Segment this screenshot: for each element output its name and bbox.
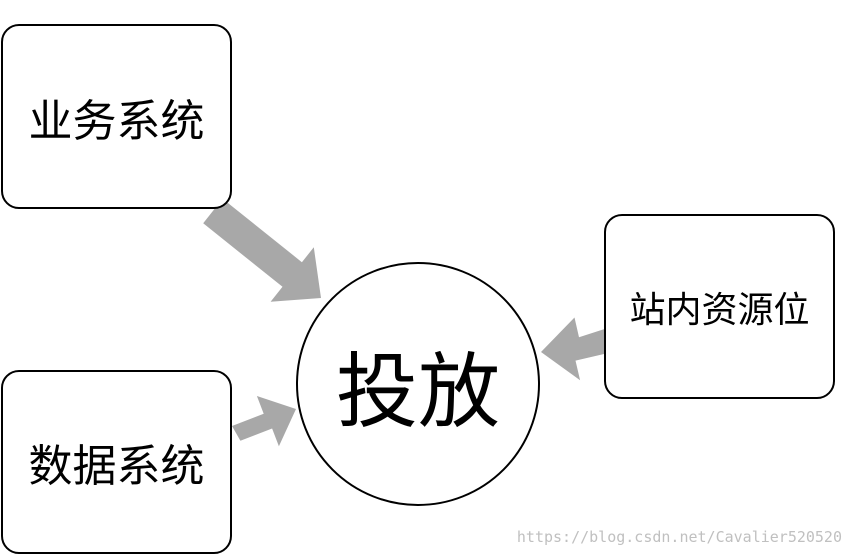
node-site-resource-label: 站内资源位 xyxy=(629,289,810,331)
arrow-business-to-center xyxy=(203,198,321,302)
node-site-resource: 站内资源位 xyxy=(604,214,835,399)
watermark-url: https://blog.csdn.net/Cavalier520520 xyxy=(516,528,842,546)
node-center-delivery-label: 投放 xyxy=(335,344,500,440)
node-business-system: 业务系统 xyxy=(1,24,232,209)
arrow-site-to-center xyxy=(541,317,607,381)
node-center-delivery: 投放 xyxy=(296,262,540,506)
node-data-system: 数据系统 xyxy=(1,370,232,554)
node-business-system-label: 业务系统 xyxy=(28,95,205,147)
node-data-system-label: 数据系统 xyxy=(28,441,205,492)
arrow-data-to-center xyxy=(232,396,296,447)
